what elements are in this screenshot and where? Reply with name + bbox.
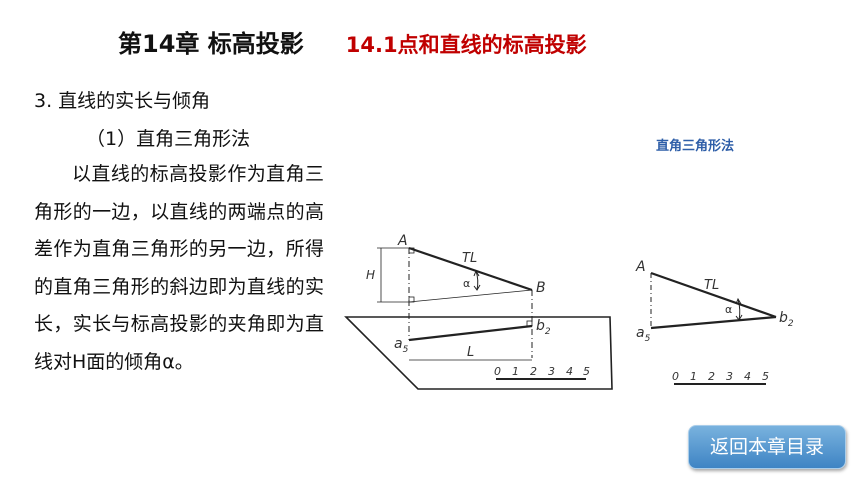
- left-diagram-labels: A B TL α H L a5 b2 0 1 2 3 4 5: [366, 233, 590, 378]
- right-label-A: A: [635, 259, 646, 275]
- left-label-TL: TL: [462, 251, 477, 266]
- height-construction-line: [408, 289, 533, 303]
- back-to-chapter-toc-button[interactable]: 返回本章目录: [688, 425, 846, 469]
- true-length-line: [408, 246, 533, 292]
- chapter-title: 第14章 标高投影: [118, 30, 304, 58]
- angle-arrow-top: [473, 269, 480, 277]
- right-angle-arrow-bottom: [735, 314, 743, 321]
- right-scale-tick-2: 2: [708, 370, 715, 383]
- right-angle-mark-bottom: [408, 296, 415, 303]
- left-diagram: [344, 246, 613, 390]
- slide-header: 第14章 标高投影 14.1点和直线的标高投影: [118, 24, 587, 64]
- left-scale-tick-4: 4: [566, 365, 573, 378]
- right-label-a5: a5: [636, 325, 651, 344]
- left-label-a5: a5: [394, 336, 409, 355]
- right-label-b2: b2: [779, 310, 794, 329]
- topic-heading: 3. 直线的实长与倾角: [34, 90, 211, 112]
- right-angle-mark-top: [408, 247, 415, 254]
- left-label-b2: b2: [536, 318, 551, 337]
- right-diagram-labels: A TL α a5 b2 0 1 2 3 4 5: [635, 259, 794, 383]
- right-diagram: [650, 271, 777, 385]
- right-true-length-line: [650, 271, 777, 319]
- left-label-A: A: [397, 233, 408, 249]
- figure-caption: 直角三角形法: [656, 139, 735, 154]
- method-subheading: （1）直角三角形法: [86, 128, 251, 150]
- left-label-alpha: α: [463, 277, 470, 290]
- left-label-H: H: [366, 268, 375, 282]
- projection-plane: [344, 316, 613, 390]
- right-scale-tick-5: 5: [762, 370, 769, 383]
- right-label-TL: TL: [704, 278, 719, 293]
- angle-arrow-bottom: [473, 284, 481, 291]
- right-scale-tick-4: 4: [744, 370, 751, 383]
- left-scale-tick-2: 2: [530, 365, 537, 378]
- left-scale-tick-1: 1: [512, 365, 519, 378]
- left-label-L: L: [467, 345, 474, 360]
- right-scale-tick-0: 0: [672, 370, 679, 383]
- right-scale-labels: 0 1 2 3 4 5: [672, 370, 769, 383]
- right-projection-line: [650, 315, 777, 330]
- left-scale-labels: 0 1 2 3 4 5: [494, 365, 590, 378]
- section-title: 14.1点和直线的标高投影: [345, 33, 587, 57]
- right-scale-tick-1: 1: [690, 370, 697, 383]
- left-scale-tick-0: 0: [494, 365, 501, 378]
- right-label-alpha: α: [725, 303, 732, 316]
- explanation-paragraph: 以直线的标高投影作为直角三角形的一边，以直线的两端点的高差作为直角三角形的另一边…: [34, 163, 324, 373]
- right-angle-arc: [737, 298, 741, 321]
- right-scale-tick-3: 3: [726, 370, 733, 383]
- left-scale-tick-5: 5: [583, 365, 590, 378]
- right-angle-arrow-top: [735, 297, 742, 305]
- right-angle-mark-b: [526, 320, 533, 327]
- left-scale-tick-3: 3: [548, 365, 555, 378]
- left-label-B: B: [536, 280, 546, 296]
- projection-line: [408, 324, 533, 342]
